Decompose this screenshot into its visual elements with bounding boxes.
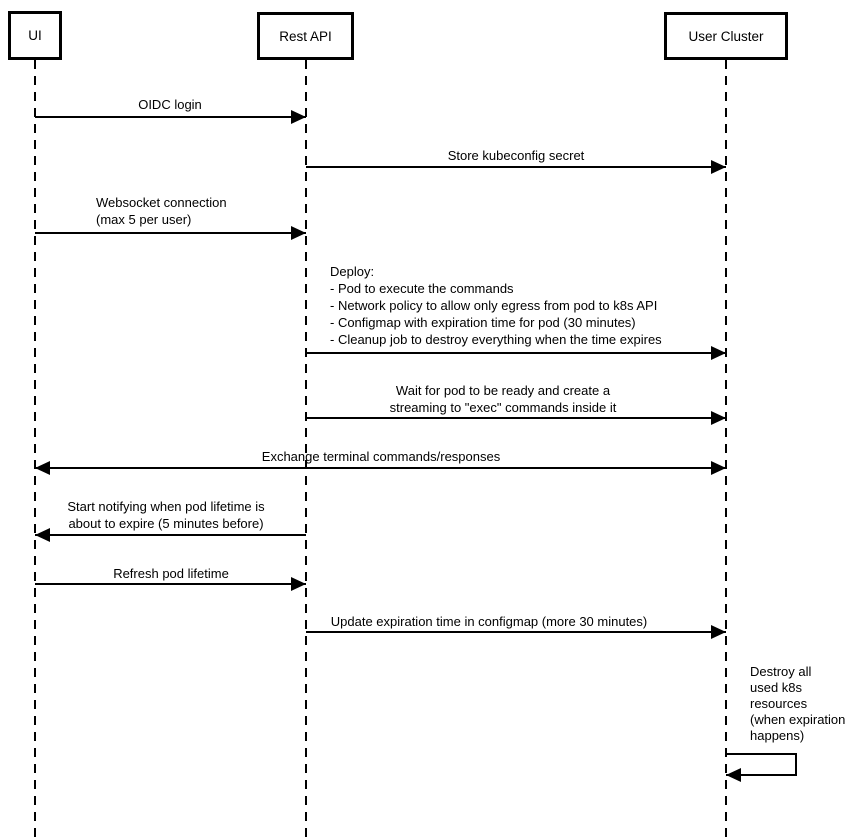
arrowhead-right-icon [291,577,306,591]
self-message-top-line [726,753,797,755]
arrowhead-left-icon [35,528,50,542]
arrowhead-right-icon [711,625,726,639]
message-label-exchange-terminal: Exchange terminal commands/responses [261,449,501,464]
message-arrow-update-expiration [306,625,726,639]
self-message-return-line [726,768,797,782]
message-arrow-start-notifying [35,528,306,542]
actor-label-ui: UI [28,28,42,43]
actor-box-rest-api: Rest API [257,12,354,60]
arrowhead-right-icon [711,160,726,174]
message-label-wait-for-pod: Wait for pod to be ready and create a st… [389,383,617,415]
arrowhead-right-icon [291,110,306,124]
actor-box-user-cluster: User Cluster [664,12,788,60]
message-arrow-websocket [35,226,306,240]
message-label-update-expiration: Update expiration time in configmap (mor… [330,614,648,629]
message-label-start-notifying: Start notifying when pod lifetime is abo… [67,499,265,531]
arrowhead-right-icon [711,461,726,475]
message-label-destroy-resources: Destroy all used k8s resources (when exp… [750,664,846,743]
message-arrow-store-kubeconfig [306,160,726,174]
lifeline-ui [34,60,36,838]
lifeline-rest-api [305,60,307,838]
message-arrow-wait-for-pod [306,411,726,425]
message-label-store-kubeconfig: Store kubeconfig secret [447,148,585,163]
arrowhead-left-icon [726,768,741,782]
message-label-deploy: Deploy: - Pod to execute the commands - … [330,264,662,347]
self-message-right-line [795,753,797,776]
message-label-websocket: Websocket connection (max 5 per user) [96,195,227,227]
message-arrow-exchange-terminal [35,461,726,475]
arrowhead-left-icon [35,461,50,475]
message-arrow-refresh-lifetime [35,577,306,591]
message-arrow-deploy [306,346,726,360]
message-label-refresh-lifetime: Refresh pod lifetime [113,566,229,581]
lifeline-user-cluster [725,60,727,838]
actor-label-rest-api: Rest API [279,28,332,44]
actor-box-ui: UI [8,11,62,60]
message-label-oidc-login: OIDC login [138,97,202,112]
arrowhead-right-icon [711,411,726,425]
message-arrow-oidc-login [35,110,306,124]
arrowhead-right-icon [291,226,306,240]
arrowhead-right-icon [711,346,726,360]
actor-label-user-cluster: User Cluster [688,28,764,44]
